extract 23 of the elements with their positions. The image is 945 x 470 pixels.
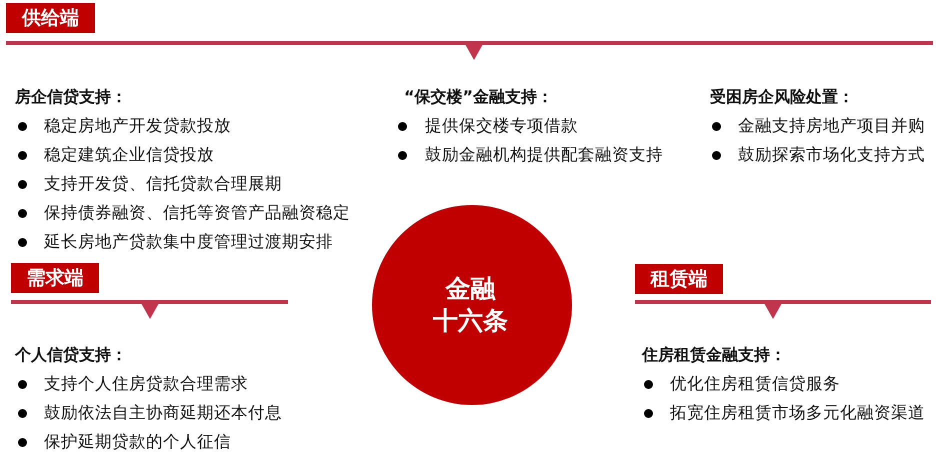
- list-item: 鼓励金融机构提供配套融资支持: [425, 145, 663, 165]
- list-item: 稳定建筑企业信贷投放: [44, 145, 214, 165]
- list-item: 鼓励依法自主协商延期还本付息: [44, 403, 282, 423]
- list-item: 保持债券融资、信托等资管产品融资稳定: [44, 203, 350, 223]
- section-heading: 个人信贷支持：: [15, 345, 127, 365]
- section-heading: 受困房企风险处置：: [710, 87, 854, 107]
- list-item: 金融支持房地产项目并购: [738, 116, 925, 136]
- section-tag: 需求端: [11, 263, 99, 293]
- list-item: 拓宽住房租赁市场多元化融资渠道: [670, 403, 925, 423]
- list-item: 支持个人住房贷款合理需求: [44, 374, 248, 394]
- list-item: 优化住房租赁信贷服务: [670, 374, 840, 394]
- section-heading: 住房租赁金融支持：: [642, 345, 786, 365]
- list-item: 支持开发贷、信托贷款合理展期: [44, 174, 282, 194]
- list-item: 稳定房地产开发贷款投放: [44, 116, 231, 136]
- section-tag: 租赁端: [635, 264, 723, 294]
- title-circle: 金融十六条: [372, 205, 572, 405]
- list-item: 延长房地产贷款集中度管理过渡期安排: [44, 232, 333, 252]
- list-item: 提供保交楼专项借款: [425, 116, 578, 136]
- section-heading: 房企信贷支持：: [15, 87, 127, 107]
- section-heading: “保交楼”金融支持：: [404, 87, 554, 107]
- section-tag: 供给端: [6, 3, 95, 33]
- list-item: 保护延期贷款的个人征信: [44, 432, 231, 452]
- list-item: 鼓励探索市场化支持方式: [738, 145, 925, 165]
